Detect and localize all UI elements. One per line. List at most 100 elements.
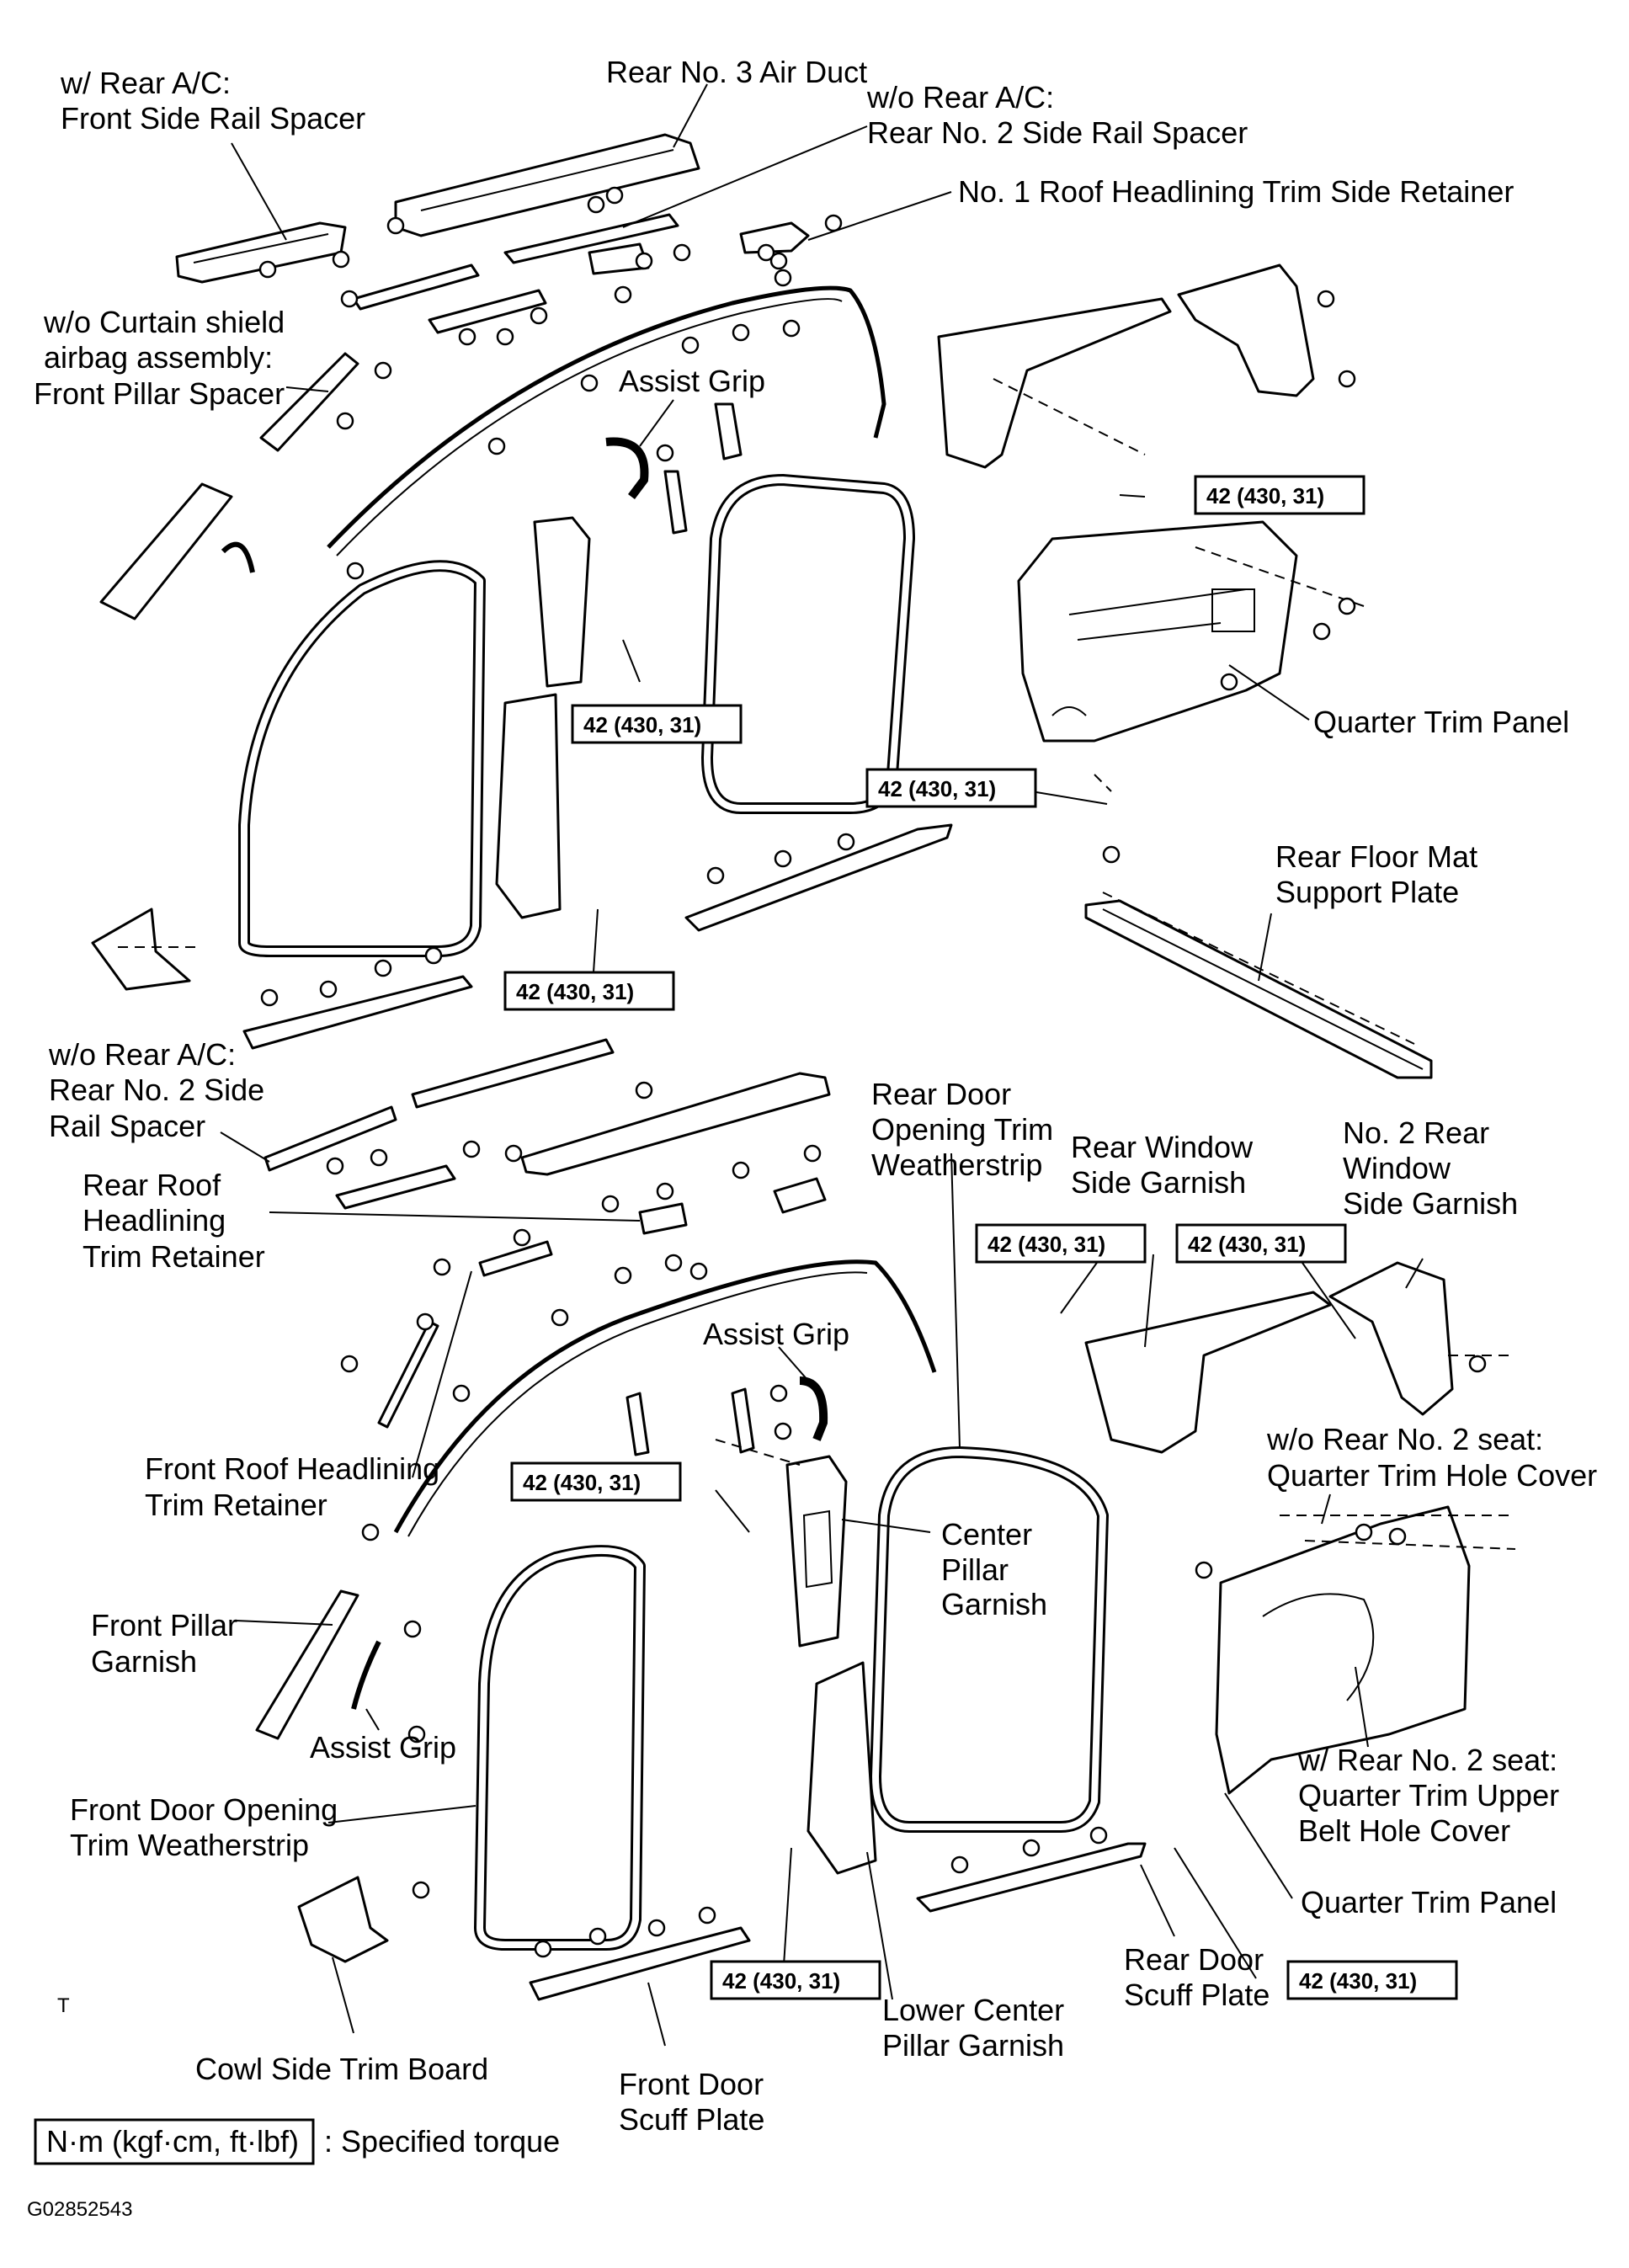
no2-rear-window-side-garnish	[1328, 1261, 1454, 1416]
label-front-roof-retainer-1: Front Roof Headlining	[145, 1451, 439, 1486]
label-quarter-trim-hole-cover-2: Quarter Trim Hole Cover	[1267, 1458, 1597, 1493]
svg-text:42 (430, 31): 42 (430, 31)	[1188, 1232, 1306, 1257]
rear-air-duct-mid	[520, 1072, 831, 1176]
torque-box: 42 (430, 31)	[571, 704, 743, 744]
label-rear-no2-spacer-top-2: Rear No. 2 Side Rail Spacer	[867, 115, 1248, 150]
label-front-pillar-spacer-3: Front Pillar Spacer	[34, 376, 285, 411]
label-front-pillar-garnish-1: Front Pillar	[91, 1608, 237, 1642]
legend-unit-text: N·m (kgf·cm, ft·lbf)	[46, 2124, 299, 2159]
torque-box: 42 (430, 31)	[1175, 1223, 1347, 1264]
torque-legend: N·m (kgf·cm, ft·lbf) : Specified torque	[34, 2118, 560, 2165]
torque-box: 42 (430, 31)	[1286, 1960, 1458, 2000]
label-rear-door-scuff-1: Rear Door	[1124, 1942, 1264, 1977]
label-rear-window-side-garnish-1: Rear Window	[1071, 1130, 1254, 1164]
assist-grip-mid	[799, 1376, 828, 1441]
label-center-pillar-garnish-1: Center	[941, 1517, 1032, 1552]
lower-center-pillar-top	[495, 693, 562, 919]
svg-text:42 (430, 31): 42 (430, 31)	[722, 1968, 840, 1994]
screw-clips	[258, 186, 1487, 1958]
rear-door-weatherstrip-bottom	[870, 1446, 1109, 1833]
label-rear-door-scuff-2: Scuff Plate	[1124, 1978, 1270, 2012]
label-rear-no2-spacer-mid-2: Rear No. 2 Side	[49, 1073, 264, 1107]
svg-text:42 (430, 31): 42 (430, 31)	[988, 1232, 1105, 1257]
label-upper-belt-hole-cover-1: w/ Rear No. 2 seat:	[1297, 1743, 1557, 1777]
side-rail-spacer-mid2	[411, 1038, 615, 1109]
label-front-door-weatherstrip-2: Trim Weatherstrip	[70, 1828, 309, 1862]
label-front-pillar-garnish-2: Garnish	[91, 1644, 197, 1679]
lower-center-pillar-garnish	[807, 1661, 877, 1875]
leader-lines	[220, 83, 1424, 2047]
label-front-door-scuff-2: Scuff Plate	[619, 2102, 764, 2137]
assist-grip-top	[605, 437, 649, 499]
label-assist-grip-bottom: Assist Grip	[310, 1730, 456, 1765]
label-rear-window-side-garnish-2: Side Garnish	[1071, 1165, 1246, 1200]
svg-text:42 (430, 31): 42 (430, 31)	[516, 979, 634, 1004]
torque-box: 42 (430, 31)	[710, 1960, 881, 2000]
rear-no2-side-rail-spacer-top	[503, 213, 679, 264]
front-pillar-garnish-bottom	[255, 1589, 359, 1740]
front-door-weatherstrip-bottom	[474, 1545, 646, 1951]
svg-text:42 (430, 31): 42 (430, 31)	[1299, 1968, 1417, 1994]
center-pillar-upper-top	[533, 516, 591, 688]
label-cowl-side-trim-board: Cowl Side Trim Board	[195, 2052, 488, 2086]
svg-text:42 (430, 31): 42 (430, 31)	[1206, 483, 1324, 508]
svg-text:42 (430, 31): 42 (430, 31)	[523, 1470, 641, 1495]
label-front-door-weatherstrip-1: Front Door Opening	[70, 1792, 338, 1827]
label-center-pillar-garnish-3: Garnish	[941, 1587, 1047, 1621]
label-center-pillar-garnish-2: Pillar	[941, 1552, 1009, 1587]
label-rear-roof-retainer-1: Rear Roof	[83, 1168, 221, 1202]
label-rear-floor-mat-2: Support Plate	[1275, 875, 1459, 909]
label-assist-grip-top: Assist Grip	[619, 364, 765, 398]
label-no1-roof-retainer: No. 1 Roof Headlining Trim Side Retainer	[958, 174, 1514, 209]
torque-box: 42 (430, 31)	[865, 768, 1037, 808]
quarter-trim-upper-top	[937, 297, 1172, 469]
label-lower-center-pillar-1: Lower Center	[882, 1993, 1064, 2027]
rear-door-scuff-top	[684, 823, 953, 932]
label-quarter-trim-panel-top: Quarter Trim Panel	[1313, 705, 1569, 739]
label-rear-no2-spacer-top-1: w/o Rear A/C:	[866, 80, 1054, 114]
svg-text:42 (430, 31): 42 (430, 31)	[583, 712, 701, 737]
torque-box: 42 (430, 31)	[503, 971, 675, 1011]
label-upper-belt-hole-cover-3: Belt Hole Cover	[1298, 1813, 1510, 1848]
roof-side-rail-bottom	[393, 1259, 937, 1534]
cowl-side-trim-board	[297, 1876, 389, 1963]
label-rear-floor-mat-1: Rear Floor Mat	[1275, 839, 1477, 874]
svg-text:42 (430, 31): 42 (430, 31)	[878, 776, 996, 801]
label-assist-grip-mid: Assist Grip	[703, 1317, 849, 1351]
quarter-trim-upper-right-top	[1177, 264, 1315, 397]
label-front-roof-retainer-2: Trim Retainer	[145, 1488, 327, 1522]
front-door-scuff-plate	[529, 1926, 751, 2001]
figure-id: G02852543	[27, 2198, 132, 2221]
label-no2-rear-window-garnish-2: Window	[1343, 1151, 1451, 1185]
label-lower-center-pillar-2: Pillar Garnish	[882, 2028, 1064, 2063]
label-front-door-scuff-1: Front Door	[619, 2067, 764, 2101]
legend-meaning: : Specified torque	[324, 2124, 560, 2159]
label-rear-roof-retainer-2: Headlining	[83, 1203, 226, 1238]
label-upper-belt-hole-cover-2: Quarter Trim Upper	[1298, 1778, 1559, 1813]
torque-box: 42 (430, 31)	[975, 1223, 1147, 1264]
front-door-weatherstrip-top	[238, 560, 486, 957]
torque-box: 42 (430, 31)	[510, 1461, 682, 1502]
label-no2-rear-window-garnish-1: No. 2 Rear	[1343, 1115, 1489, 1150]
label-rear-roof-retainer-3: Trim Retainer	[83, 1239, 265, 1274]
label-rear-door-weatherstrip-1: Rear Door	[871, 1077, 1011, 1111]
label-rear-ac-front-side-rail-spacer-1: w/ Rear A/C:	[60, 66, 231, 100]
rear-door-scuff-plate	[916, 1842, 1147, 1913]
label-rear-door-weatherstrip-2: Opening Trim	[871, 1112, 1053, 1147]
center-pillar-garnish	[785, 1455, 848, 1648]
front-roof-headlining-retainer	[377, 1320, 439, 1429]
no1-roof-headlining-retainer	[739, 221, 810, 254]
label-quarter-trim-panel-bottom: Quarter Trim Panel	[1301, 1885, 1557, 1919]
front-door-scuff-top	[242, 975, 473, 1050]
label-no2-rear-window-garnish-3: Side Garnish	[1343, 1186, 1518, 1221]
label-front-pillar-spacer-1: w/o Curtain shield	[43, 305, 285, 339]
front-pillar-garnish-top	[99, 482, 233, 620]
label-rear-door-weatherstrip-3: Weatherstrip	[871, 1147, 1042, 1182]
label-rear-no3-air-duct: Rear No. 3 Air Duct	[606, 55, 867, 89]
corner-mark: T	[57, 1994, 70, 2017]
label-rear-no2-spacer-mid-3: Rail Spacer	[49, 1109, 205, 1143]
rear-door-weatherstrip-top	[701, 474, 915, 814]
label-rear-no2-spacer-mid-1: w/o Rear A/C:	[48, 1037, 236, 1072]
roof-side-rail-top	[327, 285, 886, 549]
